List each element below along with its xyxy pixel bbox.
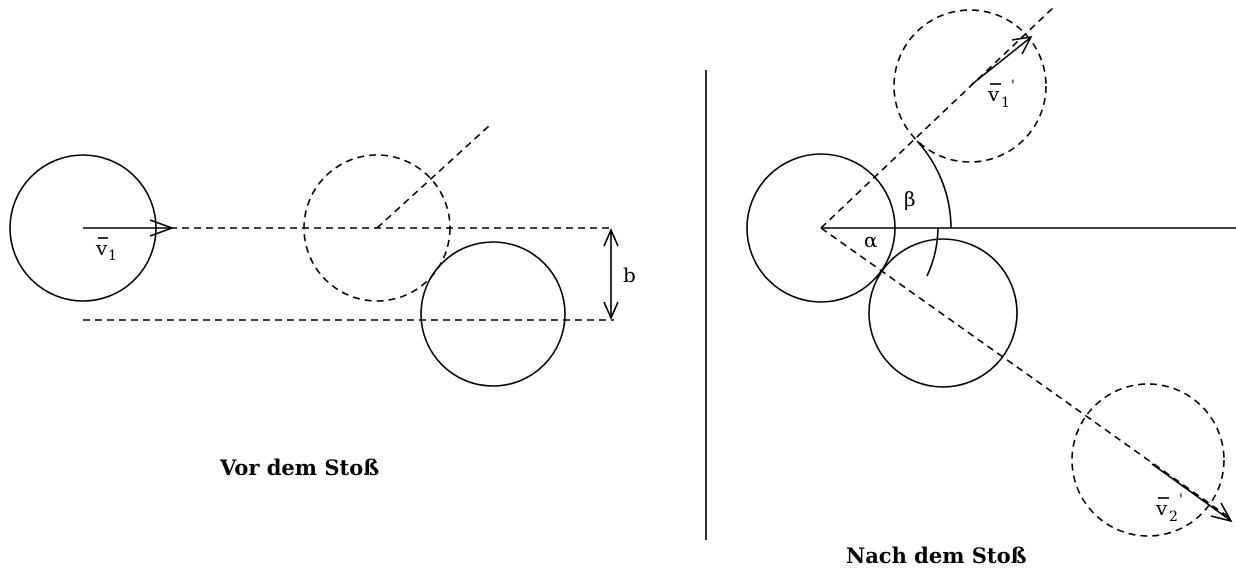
- angle-beta-label: β: [904, 187, 916, 211]
- angle-alpha-arc: [926, 227, 939, 277]
- velocity-v2-prime-arrowhead: [1210, 502, 1233, 523]
- sphere-1-outgoing-path: [820, 4, 1057, 229]
- target-sphere: [420, 241, 566, 387]
- panel-before-collision: v 1 b Vor dem Stoß: [9, 124, 636, 480]
- v2-prime-mark: ': [1179, 492, 1183, 508]
- velocity-v1-prime-arrow: [970, 37, 1031, 86]
- caption-after: Nach dem Stoß: [846, 543, 1027, 568]
- angle-alpha-label: α: [864, 228, 878, 252]
- impact-parameter-arrowhead-bottom: [603, 301, 619, 320]
- sphere-2-at-contact: [868, 238, 1018, 388]
- v2-prime-subscript: 2: [1169, 509, 1178, 525]
- b-label: b: [623, 263, 636, 287]
- angle-beta-arc: [916, 140, 952, 229]
- sphere-1-final-position: [893, 9, 1047, 163]
- velocity-v1-prime-arrowhead: [1011, 35, 1033, 55]
- impact-parameter-arrowhead-top: [603, 228, 619, 247]
- panel-after-collision: v 1 ' v 2 ' β α Nach dem Stoß: [746, 4, 1236, 568]
- sphere-2-final-position: [1071, 383, 1225, 537]
- v1-prime-label: v: [987, 82, 1000, 106]
- v1-subscript: 1: [108, 248, 117, 264]
- caption-before: Vor dem Stoß: [219, 455, 379, 480]
- velocity-v2-prime-arrow: [1151, 463, 1231, 521]
- v2-prime-label: v: [1155, 496, 1168, 520]
- v1-label: v: [95, 236, 108, 260]
- sphere-2-outgoing-path: [820, 227, 1231, 519]
- v1-prime-mark: ': [1011, 78, 1015, 94]
- line-of-centers: [376, 124, 491, 229]
- v1-prime-subscript: 1: [1001, 95, 1010, 111]
- contact-position-sphere: [303, 154, 451, 302]
